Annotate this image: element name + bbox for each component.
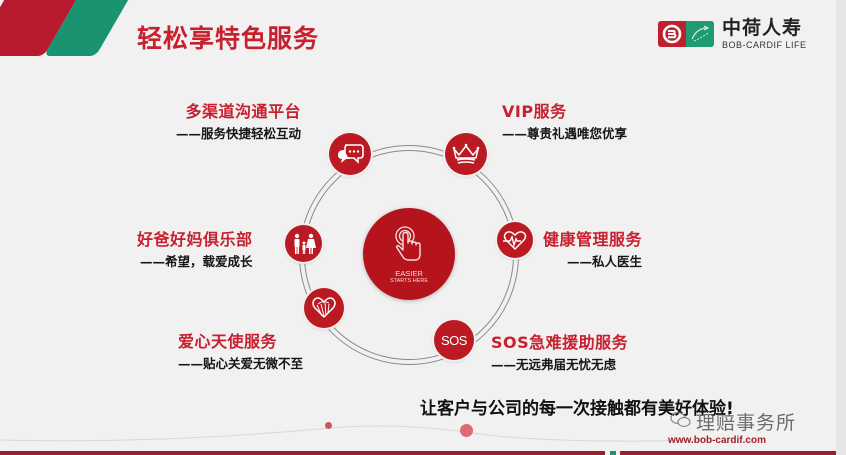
watermark-text: 理赔事务所 — [696, 412, 797, 434]
service-node-family[interactable] — [285, 225, 322, 262]
decor-dot-large — [460, 424, 473, 437]
service-node-vip[interactable] — [445, 133, 487, 175]
decor-dot-small — [325, 422, 332, 429]
service-subtitle: ——服务快捷轻松互动 — [176, 126, 302, 141]
service-label-family: 好爸好妈俱乐部 ——希望，载爱成长 — [137, 226, 253, 270]
service-subtitle: ——私人医生 — [567, 254, 643, 269]
center-hub: EASIER STARTS HERE — [363, 208, 455, 300]
heart-pulse-icon — [502, 229, 528, 251]
website-link[interactable]: www.bob-cardif.com — [668, 435, 766, 446]
service-label-vip: VIP服务 ——尊贵礼遇唯您优享 — [502, 98, 627, 142]
service-label-sos: SOS急难援助服务 ——无远弗届无忧无虑 — [491, 329, 628, 373]
service-label-angel: 爱心天使服务 ——贴心关爱无微不至 — [178, 328, 303, 372]
service-title: 好爸好妈俱乐部 — [137, 230, 253, 249]
service-title: SOS急难援助服务 — [491, 333, 629, 352]
service-node-sos[interactable]: SOS — [434, 320, 474, 360]
service-subtitle: ——尊贵礼遇唯您优享 — [502, 126, 628, 141]
slide-edge — [836, 0, 846, 455]
bottom-bar-left — [0, 451, 605, 455]
brand-name-en: BOB-CARDIF LIFE — [722, 40, 807, 50]
bottom-bar-accent — [610, 451, 616, 455]
service-title: 多渠道沟通平台 — [185, 102, 302, 121]
service-label-health: 健康管理服务 ——私人医生 — [543, 226, 642, 270]
service-node-angel[interactable] — [304, 288, 344, 328]
decor-wave-line — [0, 425, 701, 442]
service-title: 爱心天使服务 — [178, 332, 278, 351]
service-subtitle: ——无远弗届无忧无虑 — [491, 357, 617, 372]
brand-name-cn: 中荷人寿 — [722, 17, 803, 39]
center-line2: STARTS HERE — [390, 277, 428, 284]
page-title: 轻松享特色服务 — [137, 24, 320, 53]
service-node-chat[interactable] — [329, 133, 371, 175]
bottom-bar-right — [620, 451, 836, 455]
service-subtitle: ——希望，载爱成长 — [140, 254, 253, 269]
heart-parachute-icon — [310, 295, 338, 321]
brand-logo: 中荷人寿 BOB-CARDIF LIFE — [658, 18, 807, 50]
hand-touch-icon — [392, 225, 426, 267]
watermark: 理赔事务所 — [670, 408, 796, 435]
crown-icon — [451, 143, 481, 165]
family-icon — [291, 233, 317, 255]
service-title: 健康管理服务 — [543, 230, 643, 249]
wechat-icon — [670, 411, 692, 433]
service-label-chat: 多渠道沟通平台 ——服务快捷轻松互动 — [176, 98, 301, 142]
slogan: 让客户与公司的每一次接触都有美好体验! — [420, 399, 734, 419]
center-line1: EASIER — [395, 268, 423, 278]
service-title: VIP服务 — [502, 102, 567, 121]
chat-bubbles-icon — [336, 142, 364, 166]
service-subtitle: ——贴心关爱无微不至 — [178, 356, 304, 371]
sos-icon: SOS — [441, 332, 467, 348]
logo-mark-icon — [658, 21, 714, 47]
service-node-health[interactable] — [497, 222, 533, 258]
